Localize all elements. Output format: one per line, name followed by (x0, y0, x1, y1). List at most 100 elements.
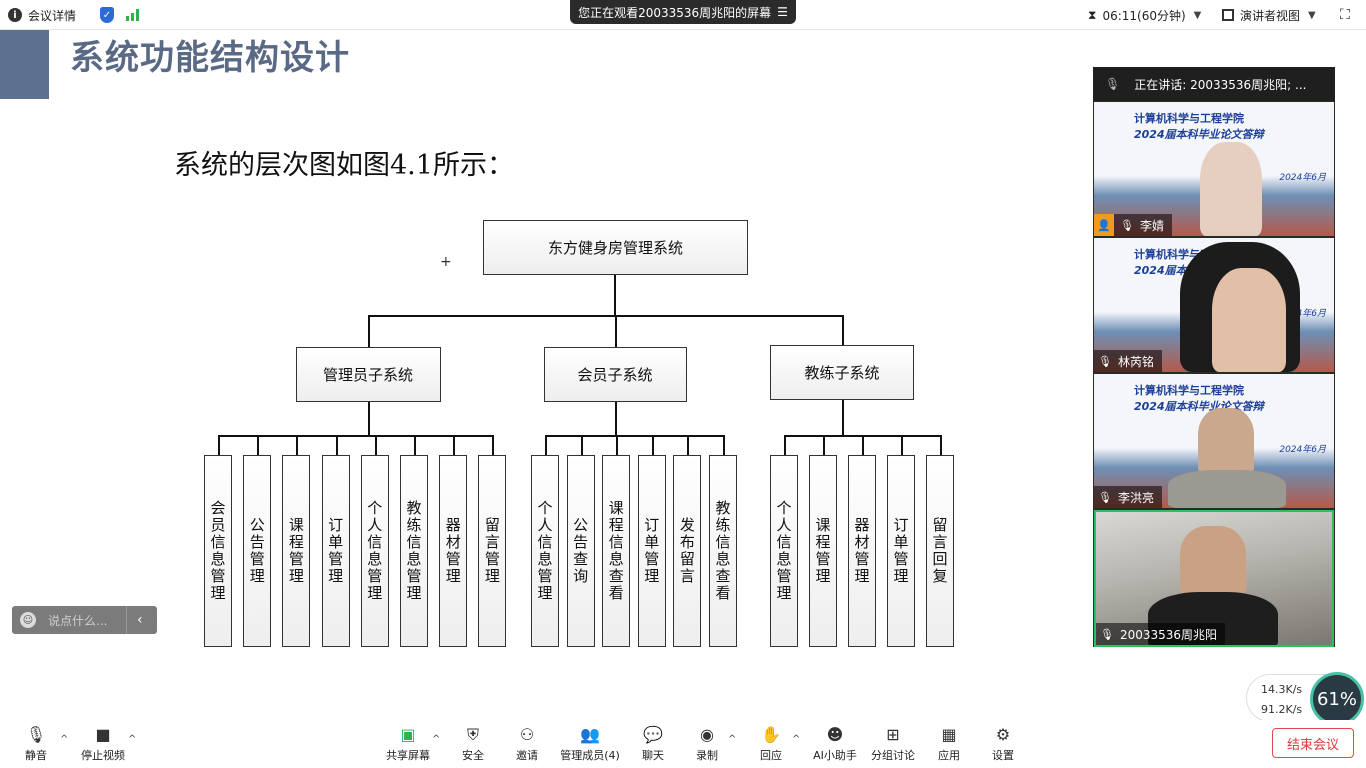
viewing-banner[interactable]: 您正在观看20033536周兆阳的屏幕 ☰ (570, 0, 796, 24)
security-label: 安全 (462, 748, 484, 762)
video-tile[interactable]: 计算机科学与工程学院 2024届本科毕业论文答辩 2024年6月 🎙 林芮铭 (1094, 238, 1334, 372)
invite-label: 邀请 (516, 748, 538, 762)
chat-quick-input[interactable]: ☺ 说点什么... ‹ (12, 606, 157, 634)
connector-line (687, 435, 690, 455)
mute-button[interactable]: 🎙 静音 (22, 720, 50, 768)
stop-video-button[interactable]: ■ 停止视频 (78, 720, 128, 768)
diagram-leaf-node: 器材管理 (848, 455, 876, 647)
participant-video (1168, 470, 1286, 508)
network-signal[interactable] (126, 0, 139, 30)
thumbnail-subtitle: 2024届本科毕业论文答辩 (1134, 128, 1264, 141)
connector-line (453, 435, 456, 455)
chat-placeholder[interactable]: 说点什么... (48, 613, 108, 628)
slide-accent-bar (0, 30, 49, 99)
connector-line (335, 435, 338, 455)
video-options-chevron-icon[interactable]: ^ (128, 734, 137, 745)
security-button[interactable]: ⛨ 安全 (458, 720, 488, 768)
view-mode-selector[interactable]: 演讲者视图 ▼ (1222, 0, 1316, 30)
diagram-subsystem-node: 管理员子系统 (295, 347, 441, 402)
ai-assistant-button[interactable]: ☻ AI小助手 (810, 720, 860, 768)
apps-label: 应用 (938, 748, 960, 762)
microphone-icon: 🎙 (1105, 77, 1121, 91)
ai-assistant-icon: ☻ (826, 725, 844, 744)
active-speaker-tile[interactable]: 🎙 20033536周兆阳 (1094, 510, 1334, 647)
thumbnail-date: 2024年6月 (1279, 173, 1326, 183)
cpu-usage-gauge[interactable]: 61% (1310, 672, 1364, 726)
diagram-leaf-node: 留言管理 (478, 455, 507, 647)
end-meeting-button[interactable]: 结束会议 (1272, 728, 1354, 758)
fullscreen-icon: ⛶ (1340, 7, 1350, 23)
hourglass-icon: ⧗ (1088, 7, 1097, 22)
host-icon: 👤 (1094, 214, 1114, 236)
share-options-chevron-icon[interactable]: ^ (432, 734, 441, 745)
participant-face (1180, 526, 1246, 596)
mute-label: 静音 (25, 748, 47, 762)
microphone-icon: 🎙 (1098, 490, 1112, 504)
add-person-icon: ⚇ (519, 725, 535, 744)
video-tile[interactable]: 计算机科学与工程学院 2024届本科毕业论文答辩 2024年6月 🎙 李洪亮 (1094, 374, 1334, 508)
connector-line (545, 435, 547, 455)
record-icon: ◉ (700, 725, 714, 744)
connector-line (784, 435, 786, 455)
record-options-chevron-icon[interactable]: ^ (728, 734, 737, 745)
connector-line (614, 275, 616, 315)
speaking-indicator: 🎙 正在讲话: 20033536周兆阳; ... (1093, 67, 1335, 101)
slide-subtitle: 系统的层次图如图4.1所示： (174, 150, 514, 181)
share-screen-icon: ▣ (400, 725, 416, 744)
diagram-root-node: 东方健身房管理系统 (483, 220, 748, 275)
meeting-details-button[interactable]: i 会议详情 (8, 0, 76, 30)
react-options-chevron-icon[interactable]: ^ (792, 734, 801, 745)
microphone-icon: 🎙 (25, 725, 47, 744)
diagram-leaf-node: 个人信息管理 (770, 455, 798, 647)
view-mode-label: 演讲者视图 (1240, 8, 1301, 23)
connector-line (901, 435, 903, 455)
participant-name: 林芮铭 (1117, 354, 1154, 369)
security-shield[interactable]: ✓ (100, 0, 114, 30)
connector-line (842, 315, 844, 345)
diagram-leaf-node: 个人信息管理 (531, 455, 559, 647)
chat-divider (126, 606, 127, 634)
connector-line (368, 315, 843, 317)
invite-button[interactable]: ⚇ 邀请 (512, 720, 542, 768)
top-bar: i 会议详情 ✓ 您正在观看20033536周兆阳的屏幕 ☰ ⧗ 06:11(6… (0, 0, 1366, 30)
breakout-rooms-icon: ⊞ (886, 725, 900, 744)
react-button[interactable]: ✋ 回应 (756, 720, 786, 768)
meeting-details-label: 会议详情 (28, 8, 77, 23)
chevron-down-icon: ▼ (1193, 9, 1202, 21)
viewing-banner-text: 您正在观看20033536周兆阳的屏幕 (578, 5, 772, 20)
record-button[interactable]: ◉ 录制 (692, 720, 722, 768)
connector-line (414, 435, 416, 455)
shield-check-icon: ✓ (100, 7, 114, 23)
thumbnail-date: 2024年6月 (1279, 445, 1326, 455)
connector-line (723, 435, 725, 455)
fullscreen-button[interactable]: ⛶ (1340, 0, 1350, 30)
chat-bubble-icon: 💬 (643, 725, 663, 744)
collapse-chevron-icon[interactable]: ‹ (137, 612, 143, 628)
diagram-leaf-node: 订单管理 (637, 455, 666, 647)
participant-name-bar: 👤 🎙 李婧 (1094, 214, 1172, 236)
connector-line (545, 435, 725, 437)
connector-line (615, 402, 617, 435)
meeting-timer[interactable]: ⧗ 06:11(60分钟) ▼ (1088, 0, 1201, 30)
shield-icon: ⛨ (466, 724, 479, 744)
microphone-icon: 🎙 (1100, 627, 1114, 641)
participant-name-bar: 🎙 林芮铭 (1094, 350, 1162, 372)
connector-line (368, 315, 370, 347)
speaking-text: 正在讲话: 20033536周兆阳; ... (1134, 77, 1307, 92)
audio-options-chevron-icon[interactable]: ^ (60, 734, 69, 745)
chat-label: 聊天 (642, 748, 664, 762)
raise-hand-icon: ✋ (761, 725, 781, 744)
breakout-button[interactable]: ⊞ 分组讨论 (868, 720, 918, 768)
apps-button[interactable]: ▦ 应用 (934, 720, 964, 768)
emoji-icon[interactable]: ☺ (20, 612, 36, 628)
diagram-leaf-node: 发布留言 (673, 455, 702, 647)
diagram-leaf-node: 教练信息管理 (400, 455, 428, 647)
share-screen-label: 共享屏幕 (386, 748, 430, 762)
manage-members-button[interactable]: 👥 管理成员(4) (558, 720, 622, 768)
chat-button[interactable]: 💬 聊天 (638, 720, 668, 768)
video-tile[interactable]: 计算机科学与工程学院 2024届本科毕业论文答辩 2024年6月 👤 🎙 李婧 (1094, 102, 1334, 236)
record-label: 录制 (696, 748, 718, 762)
participant-name: 20033536周兆阳 (1119, 627, 1218, 642)
share-screen-button[interactable]: ▣ 共享屏幕 (384, 720, 432, 768)
settings-button[interactable]: ⚙ 设置 (988, 720, 1018, 768)
